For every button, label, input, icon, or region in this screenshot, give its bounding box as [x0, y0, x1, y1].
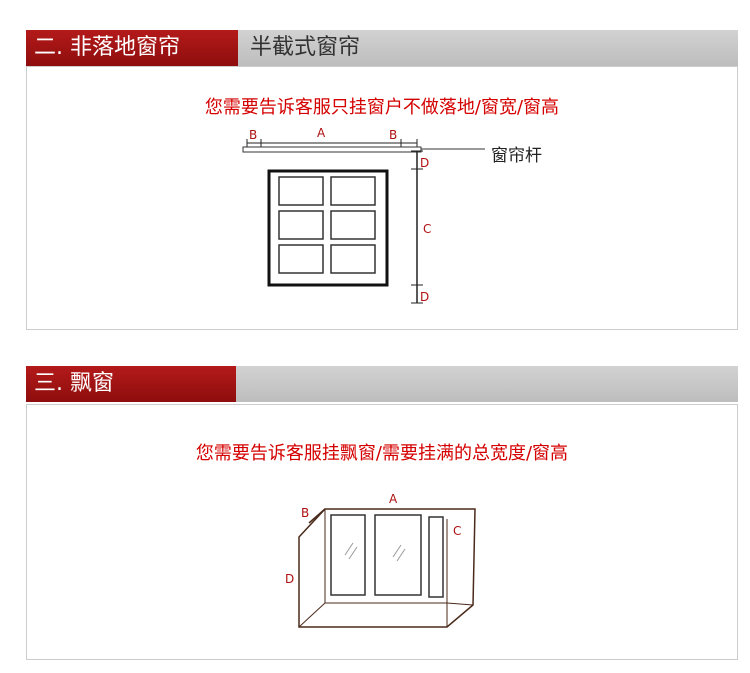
window-measurement-diagram: B A B 窗帘杆 D C D: [242, 126, 542, 304]
section-header: 三. 飘窗: [26, 366, 738, 402]
section-non-floor-curtain: 二. 非落地窗帘 半截式窗帘 您需要告诉客服只挂窗户不做落地/窗宽/窗高 B A…: [26, 30, 738, 330]
section-panel: 您需要告诉客服只挂窗户不做落地/窗宽/窗高 B A B 窗帘杆: [26, 66, 738, 330]
bay-window-diagram: A B C D: [285, 492, 476, 628]
bay-label-c: C: [453, 524, 461, 538]
instruction-note: 您需要告诉客服只挂窗户不做落地/窗宽/窗高: [204, 97, 560, 118]
bay-label-b: B: [301, 506, 309, 520]
curtain-rod: [242, 146, 422, 153]
section-tab-title: 二. 非落地窗帘: [26, 30, 238, 66]
section-alt-title: 半截式窗帘: [250, 35, 361, 60]
section-tab-title: 三. 飘窗: [26, 366, 236, 402]
section-header: 二. 非落地窗帘 半截式窗帘: [26, 30, 738, 66]
bay-label-a: A: [389, 492, 398, 506]
label-a: A: [317, 126, 326, 140]
label-d-bottom: D: [420, 290, 429, 304]
bay-label-d: D: [285, 572, 294, 586]
curtain-rod-label: 窗帘杆: [491, 146, 542, 166]
label-c: C: [423, 222, 431, 236]
label-b-left: B: [249, 128, 257, 142]
instruction-note: 您需要告诉客服挂飘窗/需要挂满的总宽度/窗高: [195, 443, 569, 464]
label-b-right: B: [389, 128, 397, 142]
label-d-top: D: [420, 156, 429, 170]
section-bay-window: 三. 飘窗 您需要告诉客服挂飘窗/需要挂满的总宽度/窗高 A B C: [26, 366, 738, 660]
section-panel: 您需要告诉客服挂飘窗/需要挂满的总宽度/窗高 A B C D: [26, 404, 738, 660]
